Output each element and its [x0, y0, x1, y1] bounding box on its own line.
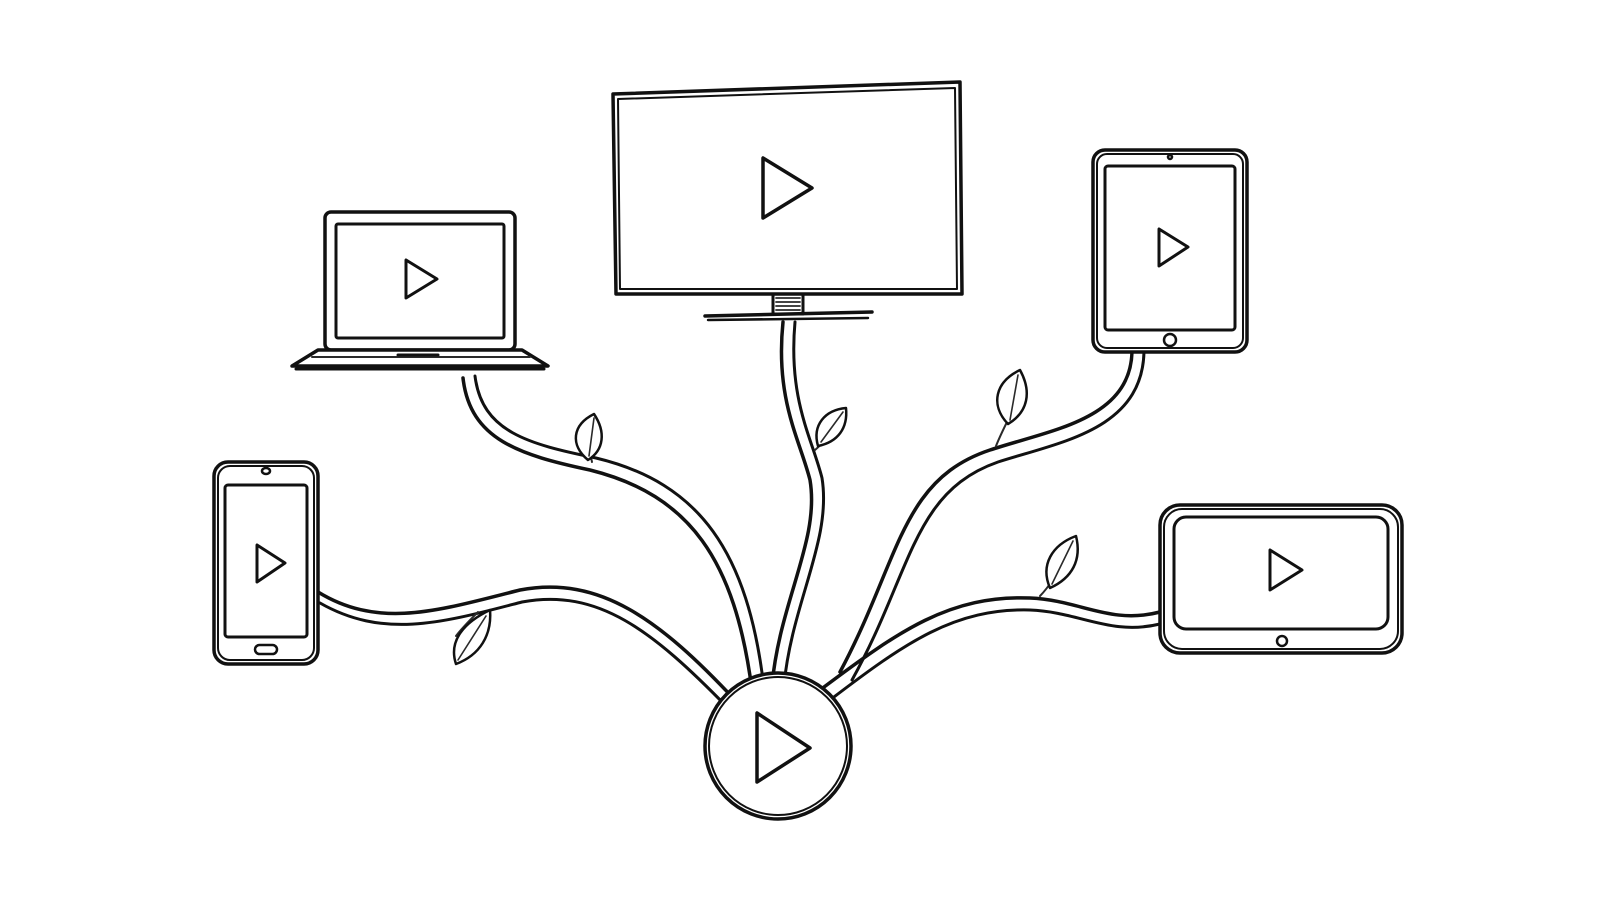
tv-monitor-device[interactable] — [611, 80, 964, 322]
leaf — [815, 406, 848, 448]
vine-to-smartphone — [316, 585, 737, 710]
play-icon[interactable] — [755, 711, 812, 784]
play-icon[interactable] — [255, 543, 287, 584]
vine-to-tv — [770, 320, 833, 687]
tablet-portrait-device[interactable] — [1091, 148, 1249, 354]
leaves — [452, 368, 1079, 666]
leaf — [1045, 534, 1079, 590]
vines — [316, 320, 1162, 710]
play-icon[interactable] — [761, 156, 814, 220]
laptop-device[interactable] — [290, 210, 550, 371]
play-icon[interactable] — [1268, 548, 1304, 592]
vine-to-tablet-portrait — [838, 350, 1146, 682]
leaf — [574, 412, 603, 462]
tablet-landscape-device[interactable] — [1158, 503, 1404, 655]
leaf — [452, 608, 492, 666]
leaf — [996, 368, 1028, 426]
vine-to-laptop — [461, 374, 766, 692]
play-icon[interactable] — [404, 258, 439, 300]
play-icon[interactable] — [1157, 227, 1190, 268]
central-play-hub[interactable] — [703, 671, 853, 821]
smartphone-device[interactable] — [212, 460, 320, 666]
